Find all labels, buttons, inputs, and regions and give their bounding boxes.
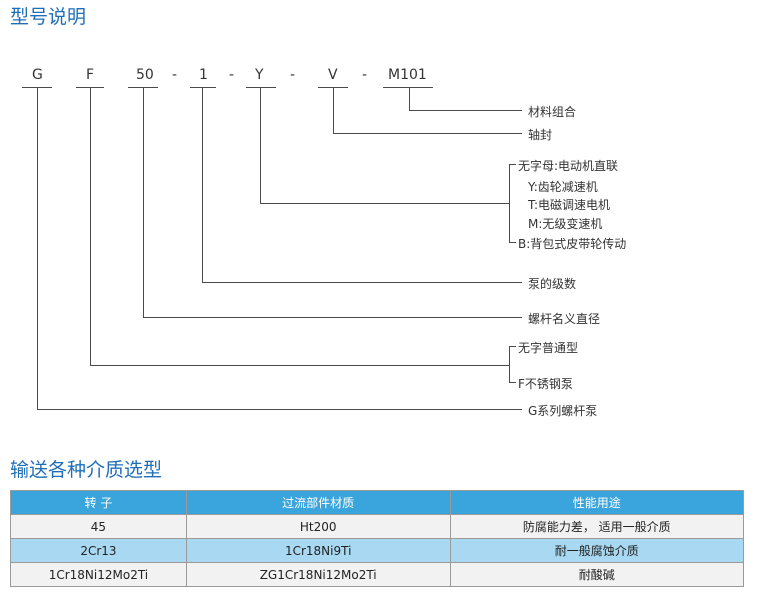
code-material: M101 (388, 67, 427, 83)
code-stage: 1 (199, 67, 208, 83)
label-drive-m: M:无级变速机 (528, 217, 603, 231)
cell-rotor: 1Cr18Ni12Mo2Ti (10, 562, 187, 587)
label-stages: 泵的级数 (528, 277, 577, 291)
label-drive-b: B:背包式皮带轮传动 (518, 237, 627, 251)
header-usage: 性能用途 (449, 490, 745, 515)
label-drive-none: 无字母:电动机直联 (518, 159, 619, 173)
cell-material: ZG1Cr18Ni12Mo2Ti (185, 562, 451, 587)
label-seal: 轴封 (528, 128, 553, 142)
header-material: 过流部件材质 (185, 490, 451, 515)
label-drive-y: Y:齿轮减速机 (528, 180, 598, 194)
label-drive-t: T:电磁调速电机 (528, 198, 611, 212)
cell-material: 1Cr18Ni9Ti (185, 538, 451, 563)
model-title: 型号说明 (10, 6, 87, 28)
table-row: 45 Ht200 防腐能力差， 适用一般介质 (10, 514, 745, 539)
media-table: 转 子 过流部件材质 性能用途 45 Ht200 防腐能力差， 适用一般介质 2… (10, 490, 745, 587)
code-dash-4: - (362, 67, 368, 83)
code-dash-1: - (172, 67, 178, 83)
label-series: G系列螺杆泵 (528, 404, 598, 418)
table-row: 2Cr13 1Cr18Ni9Ti 耐一般腐蚀介质 (10, 538, 745, 563)
cell-usage: 防腐能力差， 适用一般介质 (449, 514, 745, 539)
cell-usage: 耐酸碱 (449, 562, 745, 587)
label-material: 材料组合 (528, 105, 577, 119)
table-row: 1Cr18Ni12Mo2Ti ZG1Cr18Ni12Mo2Ti 耐酸碱 (10, 562, 745, 587)
cell-usage: 耐一般腐蚀介质 (449, 538, 745, 563)
connector-lines (22, 87, 522, 410)
code-g: G (32, 67, 43, 83)
code-dash-2: - (229, 67, 235, 83)
table-header-row: 转 子 过流部件材质 性能用途 (10, 490, 745, 515)
code-seal: V (328, 67, 338, 83)
code-f: F (86, 67, 95, 83)
label-type-none: 无字普通型 (518, 341, 579, 355)
label-type-f: F不锈钢泵 (518, 377, 573, 391)
header-rotor: 转 子 (10, 490, 187, 515)
cell-rotor: 2Cr13 (10, 538, 187, 563)
code-drive: Y (255, 67, 264, 83)
code-diameter: 50 (136, 67, 154, 83)
cell-rotor: 45 (10, 514, 187, 539)
label-diameter: 螺杆名义直径 (528, 312, 601, 326)
code-dash-3: - (290, 67, 296, 83)
cell-material: Ht200 (185, 514, 451, 539)
media-title: 输送各种介质选型 (10, 459, 163, 481)
